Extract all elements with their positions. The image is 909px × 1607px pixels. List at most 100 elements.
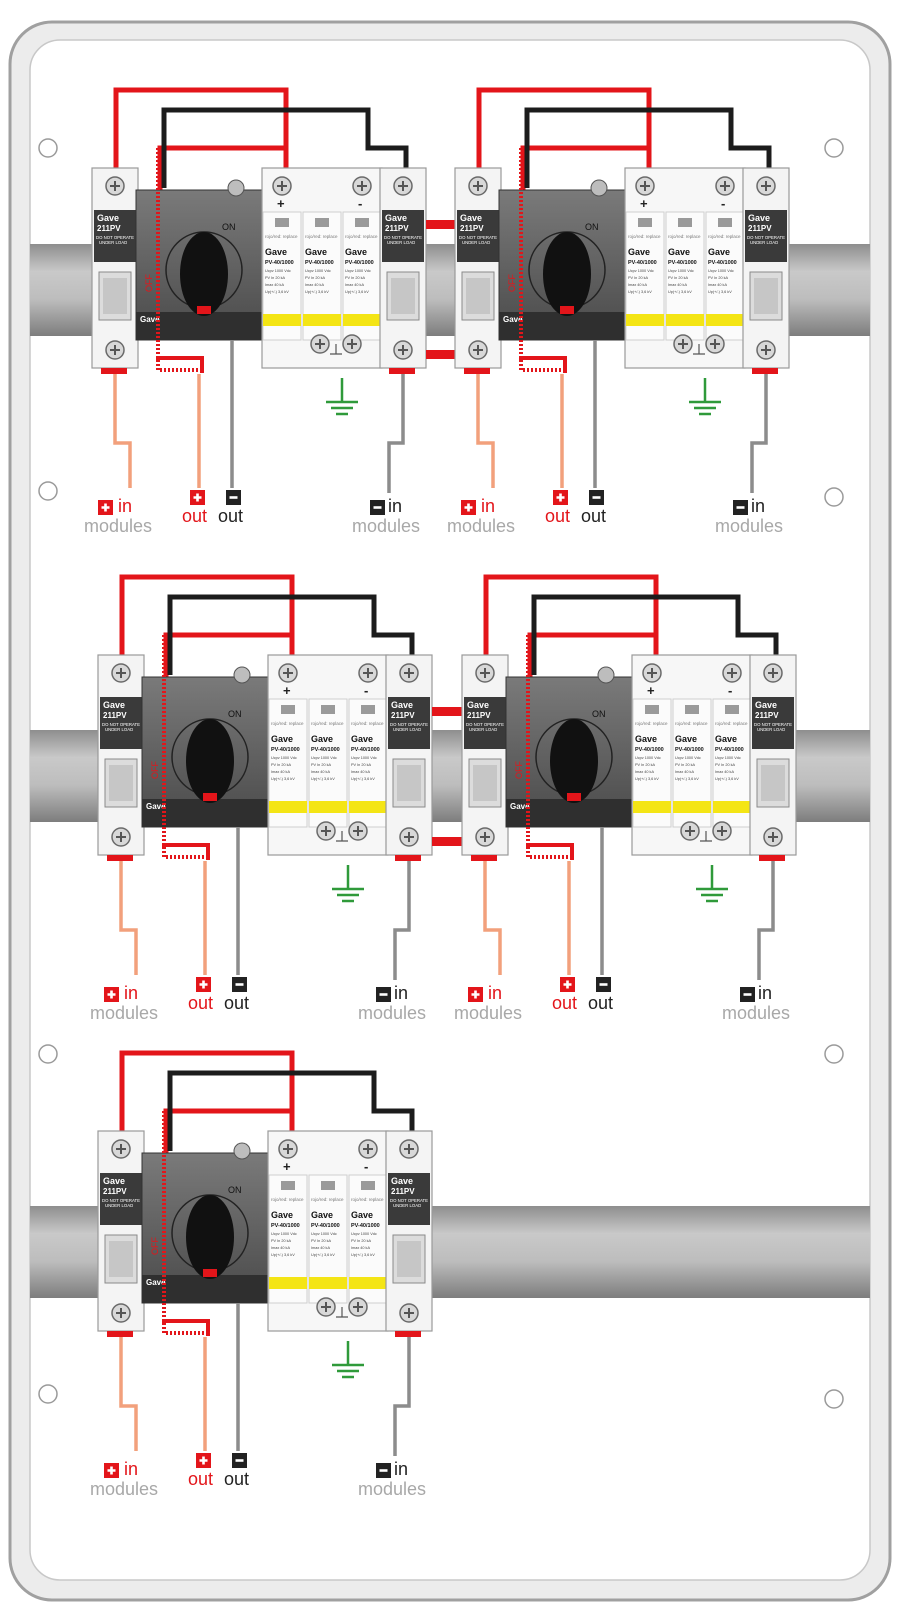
rotary-handle-icon: [550, 719, 598, 803]
plus-in-label: in: [118, 496, 132, 516]
positive-in-wire: [119, 861, 138, 975]
spd-model: PV-40/1000: [265, 260, 294, 266]
switch-off-label: OFF: [150, 761, 160, 779]
plus-out-label: out: [188, 993, 213, 1013]
spd-model: PV-40/1000: [311, 1223, 340, 1229]
breaker-model: 211PV: [103, 1187, 127, 1196]
negative-in-wire: [387, 374, 405, 493]
switch-on-label: ON: [592, 709, 606, 719]
switch-off-label: OFF: [507, 274, 517, 292]
spd-spec: PV In 20 kA: [265, 276, 286, 280]
spd-replace-text: rojo/red: replace: [305, 234, 338, 239]
breaker-warning: DO NOT OPERATE: [102, 1198, 140, 1203]
breaker-model: 211PV: [467, 711, 491, 720]
spd-spec: Imax 40 kA: [708, 283, 727, 287]
spd-replace-text: rojo/red: replace: [668, 234, 701, 239]
plus-in-label: in: [488, 983, 502, 1003]
minus-in-modules-label: modules: [715, 516, 783, 536]
breaker-warning: UNDER LOAD: [469, 727, 497, 732]
minus-out-label: out: [581, 506, 606, 526]
spd-brand: Gave: [345, 247, 367, 257]
minus-in-modules-label: modules: [352, 516, 420, 536]
breaker-indicator: [389, 368, 415, 374]
spd-spec: Imax 40 kA: [311, 770, 330, 774]
breaker-indicator: [752, 368, 778, 374]
breaker-indicator: [395, 1331, 421, 1337]
spd-spec: Imax 40 kA: [715, 770, 734, 774]
spd-spec: Up(+/-) 3,6 kV: [635, 777, 659, 781]
breaker-brand: Gave: [97, 213, 119, 223]
negative-wire-top: [167, 594, 415, 675]
spd-spec: PV In 20 kA: [351, 1239, 372, 1243]
breaker-warning: UNDER LOAD: [462, 240, 490, 245]
spd-yellow-band: [309, 1277, 347, 1289]
spd-spec: Imax 40 kA: [345, 283, 364, 287]
breaker-indicator: [471, 855, 497, 861]
spd-model: PV-40/1000: [351, 1223, 380, 1229]
negative-wire-top: [161, 107, 409, 188]
spd-spec: Ucpv 1000 Vdc: [715, 756, 741, 760]
spd-model: PV-40/1000: [271, 1223, 300, 1229]
spd-spec: Imax 40 kA: [668, 283, 687, 287]
spd-spec: Up(+/-) 3,6 kV: [265, 290, 289, 294]
spd-spec: Imax 40 kA: [351, 1246, 370, 1250]
minus-in-label: in: [388, 496, 402, 516]
spd-yellow-band: [633, 801, 671, 813]
spd-yellow-band: [349, 801, 387, 813]
spd-spec: Up(+/-) 3,6 kV: [311, 777, 335, 781]
spd-model: PV-40/1000: [668, 260, 697, 266]
spd-spec: Ucpv 1000 Vdc: [668, 269, 694, 273]
breaker-brand: Gave: [748, 213, 770, 223]
off-indicator-line: [162, 635, 208, 859]
spd-replace-text: rojo/red: replace: [351, 721, 384, 726]
spd-yellow-band: [713, 801, 751, 813]
breaker-model: 211PV: [460, 224, 484, 233]
spd-spec: Imax 40 kA: [271, 770, 290, 774]
switch-brand: Gave: [146, 802, 166, 811]
spd-spec: Ucpv 1000 Vdc: [675, 756, 701, 760]
spd-spec: Up(+/-) 3,6 kV: [271, 1253, 295, 1257]
spd-replace-text: rojo/red: replace: [265, 234, 298, 239]
spd-brand: Gave: [265, 247, 287, 257]
plus-in-modules-label: modules: [84, 516, 152, 536]
breaker-brand: Gave: [467, 700, 489, 710]
plus-in-label: in: [124, 1459, 138, 1479]
spd-spec: PV In 20 kA: [715, 763, 736, 767]
spd-yellow-band: [269, 1277, 307, 1289]
breaker-warning: UNDER LOAD: [105, 727, 133, 732]
spd-replace-text: rojo/red: replace: [311, 721, 344, 726]
spd-spec: Imax 40 kA: [265, 283, 284, 287]
plus-in-modules-label: modules: [454, 1003, 522, 1023]
spd-spec: Up(+/-) 3,6 kV: [628, 290, 652, 294]
spd-replace-text: rojo/red: replace: [311, 1197, 344, 1202]
breaker-indicator: [759, 855, 785, 861]
spd-spec: Imax 40 kA: [351, 770, 370, 774]
spd-model: PV-40/1000: [708, 260, 737, 266]
spd-model: PV-40/1000: [351, 747, 380, 753]
mounting-holes: [38, 138, 844, 1409]
breaker-warning: UNDER LOAD: [757, 727, 785, 732]
spd-plus-label: +: [640, 196, 648, 211]
spd-spec: Up(+/-) 3,6 kV: [311, 1253, 335, 1257]
spd-yellow-band: [303, 314, 341, 326]
spd-replace-text: rojo/red: replace: [675, 721, 708, 726]
spd-spec: PV In 20 kA: [271, 763, 292, 767]
plus-in-label: in: [481, 496, 495, 516]
spd-spec: PV In 20 kA: [305, 276, 326, 280]
off-indicator-line: [526, 635, 572, 859]
ground-icon: [332, 1341, 364, 1379]
